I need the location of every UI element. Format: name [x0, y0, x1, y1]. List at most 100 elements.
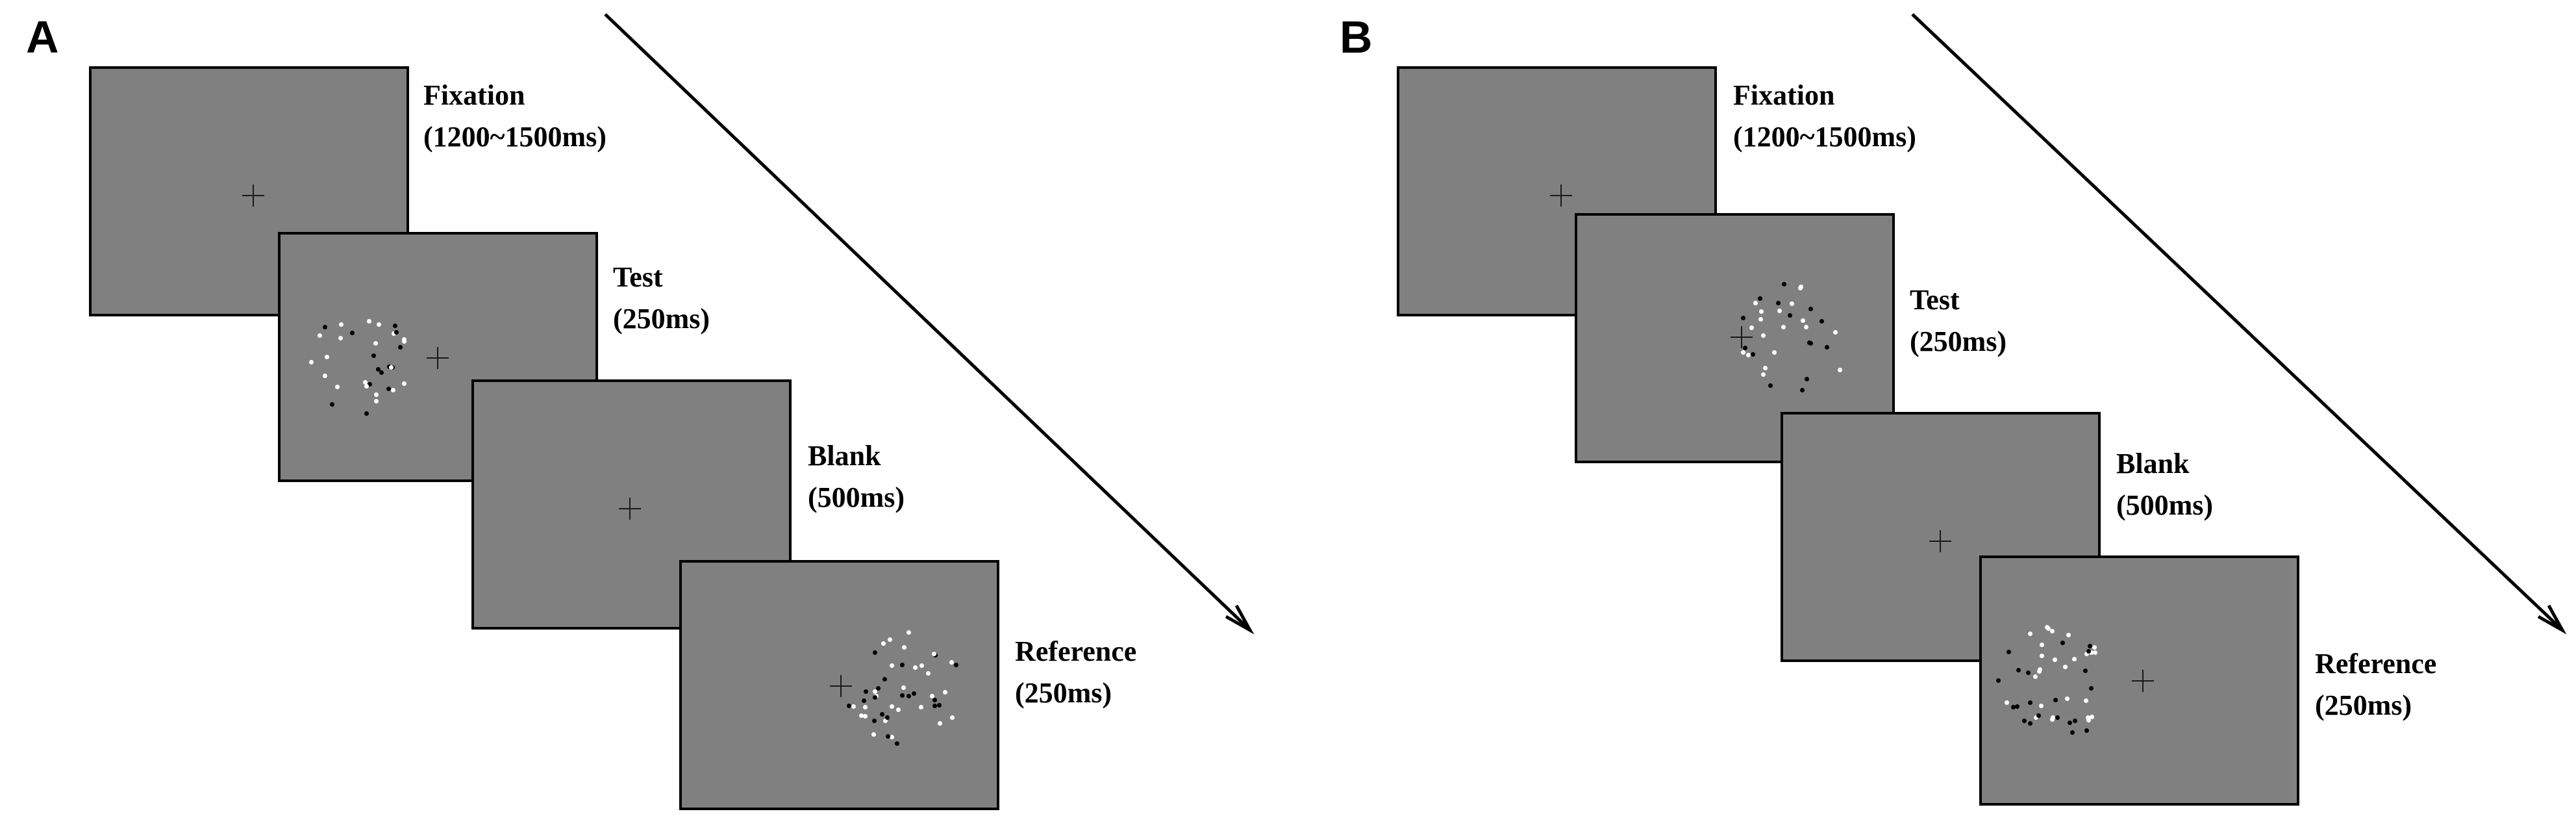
white-dot	[1746, 353, 1751, 358]
black-dot	[1804, 377, 1809, 382]
white-dot	[919, 663, 925, 669]
white-dot	[402, 337, 407, 342]
reference-screen	[1979, 555, 2299, 806]
frame-duration: (500ms)	[808, 481, 905, 513]
white-dot	[2034, 715, 2039, 721]
black-dot	[899, 663, 905, 668]
white-dot	[1762, 366, 1768, 371]
black-dot	[899, 693, 905, 698]
white-dot	[943, 689, 948, 695]
white-dot	[949, 659, 954, 665]
black-dot	[349, 330, 355, 335]
black-dot	[1781, 282, 1786, 287]
white-dot	[912, 665, 918, 670]
white-dot	[1771, 350, 1777, 355]
panel-label: B	[1340, 12, 1373, 62]
black-dot	[873, 695, 878, 700]
white-dot	[859, 713, 864, 719]
white-dot	[309, 360, 314, 365]
black-dot	[2055, 715, 2060, 721]
white-dot	[2089, 650, 2094, 656]
white-dot	[949, 715, 955, 720]
blank-screen	[471, 379, 792, 630]
frame-name: Test	[613, 261, 663, 293]
fixation-cross	[1550, 185, 1572, 207]
black-dot	[2086, 649, 2091, 654]
frame-duration: (500ms)	[2116, 489, 2214, 521]
fixation-cross	[242, 185, 264, 207]
black-dot	[367, 382, 372, 387]
white-dot	[1758, 317, 1764, 322]
white-dot	[2005, 700, 2010, 705]
black-dot	[2016, 668, 2021, 673]
white-dot	[373, 341, 378, 346]
white-dot	[871, 732, 876, 737]
white-dot	[882, 719, 888, 724]
black-dot	[876, 686, 881, 691]
fixation-caption: Fixation (1200~1500ms)	[1733, 75, 1916, 158]
white-dot	[373, 399, 379, 403]
frame-duration: (250ms)	[1910, 325, 2007, 357]
black-dot	[1788, 312, 1793, 318]
white-dot	[2062, 665, 2068, 670]
white-dot	[2027, 631, 2032, 637]
white-dot	[322, 374, 327, 379]
black-dot	[2089, 686, 2094, 691]
black-dot	[2036, 713, 2042, 718]
white-dot	[2040, 654, 2045, 659]
black-dot	[932, 698, 938, 703]
white-dot	[374, 392, 379, 397]
white-dot	[1832, 329, 1838, 335]
white-dot	[1804, 324, 1809, 329]
white-dot	[364, 384, 369, 389]
white-dot	[930, 694, 935, 699]
white-dot	[2038, 667, 2043, 672]
white-dot	[2039, 704, 2044, 709]
black-dot	[2084, 728, 2090, 733]
fixation-cross	[619, 498, 641, 520]
black-dot	[932, 703, 937, 708]
white-dot	[2092, 645, 2097, 650]
black-dot	[911, 691, 916, 696]
white-dot	[926, 671, 931, 676]
black-dot	[863, 689, 868, 694]
panel-label: A	[26, 12, 59, 62]
white-dot	[889, 734, 894, 739]
black-dot	[2072, 718, 2077, 723]
black-dot	[1776, 300, 1781, 305]
black-dot	[894, 741, 899, 746]
frame-name: Reference	[1015, 635, 1137, 667]
white-dot	[887, 637, 892, 642]
white-dot	[1761, 333, 1766, 338]
white-dot	[1753, 300, 1758, 305]
white-dot	[890, 663, 895, 669]
black-dot	[937, 703, 942, 708]
black-dot	[954, 662, 959, 667]
white-dot	[362, 380, 368, 385]
frame-duration: (250ms)	[613, 303, 710, 335]
white-dot	[2066, 633, 2071, 638]
frame-name: Fixation	[423, 79, 525, 111]
black-dot	[2087, 643, 2092, 648]
white-dot	[335, 385, 340, 390]
black-dot	[1740, 316, 1745, 321]
fixation-cross	[427, 347, 449, 369]
white-dot	[1777, 309, 1782, 314]
black-dot	[2053, 698, 2058, 703]
black-dot	[2007, 650, 2012, 655]
white-dot	[324, 355, 329, 360]
black-dot	[2027, 700, 2032, 706]
white-dot	[317, 333, 322, 338]
frame-name: Blank	[2116, 448, 2190, 479]
black-dot	[364, 411, 369, 416]
test-caption: Test (250ms)	[613, 257, 710, 340]
white-dot	[2037, 669, 2042, 674]
white-dot	[2090, 714, 2095, 719]
black-dot	[1995, 678, 2001, 683]
white-dot	[1749, 325, 1754, 331]
white-dot	[2084, 652, 2090, 657]
white-dot	[902, 644, 907, 650]
reference-caption: Reference (250ms)	[2315, 643, 2436, 726]
black-dot	[394, 330, 399, 335]
white-dot	[918, 705, 923, 710]
